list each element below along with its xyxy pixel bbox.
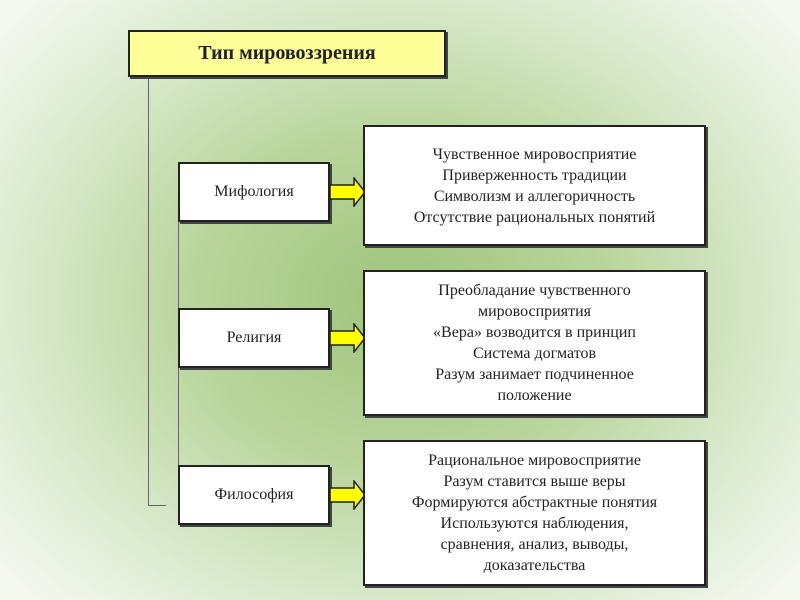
traits-box-mythology: Чувственное мировосприятие Приверженност… xyxy=(363,125,706,246)
diagram-title: Тип мировоззрения xyxy=(128,30,446,77)
connector-line xyxy=(178,368,179,465)
trait-item: Разум ставится выше веры xyxy=(443,473,626,490)
type-box-philosophy: Философия xyxy=(178,465,330,525)
trait-item: Формируются абстрактные понятия xyxy=(411,494,658,511)
trait-item: Символизм и аллегоричность xyxy=(433,187,636,205)
trait-item: Используются наблюдения, сравнения, анал… xyxy=(440,515,629,574)
connector-line xyxy=(178,222,179,308)
trait-item: Система догматов xyxy=(472,345,597,362)
type-label: Религия xyxy=(226,329,282,346)
traits-box-philosophy: Рациональное мировосприятие Разум ставит… xyxy=(363,440,706,586)
trait-item: Приверженность традиции xyxy=(442,166,627,184)
arrow-right-icon xyxy=(330,480,366,510)
connector-line xyxy=(148,51,149,506)
trait-item: Разум занимает подчиненное положение xyxy=(435,366,634,404)
trait-item: Отсутствие рациональных понятий xyxy=(413,208,656,226)
traits-box-religion: Преобладание чувственного мировосприятия… xyxy=(363,270,706,416)
trait-item: Чувственное мировосприятие xyxy=(432,145,637,163)
trait-item: «Вера» возводится в принцип xyxy=(433,324,636,341)
type-box-mythology: Мифология xyxy=(178,162,330,222)
trait-item: Преобладание чувственного мировосприятия xyxy=(438,282,631,320)
arrow-right-icon xyxy=(330,323,366,353)
connector-line xyxy=(148,505,166,506)
type-label: Философия xyxy=(214,486,294,503)
trait-item: Рациональное мировосприятие xyxy=(428,452,641,469)
type-box-religion: Религия xyxy=(178,308,330,368)
title-text: Тип мировоззрения xyxy=(198,42,376,64)
arrow-right-icon xyxy=(330,177,366,207)
type-label: Мифология xyxy=(214,183,294,200)
